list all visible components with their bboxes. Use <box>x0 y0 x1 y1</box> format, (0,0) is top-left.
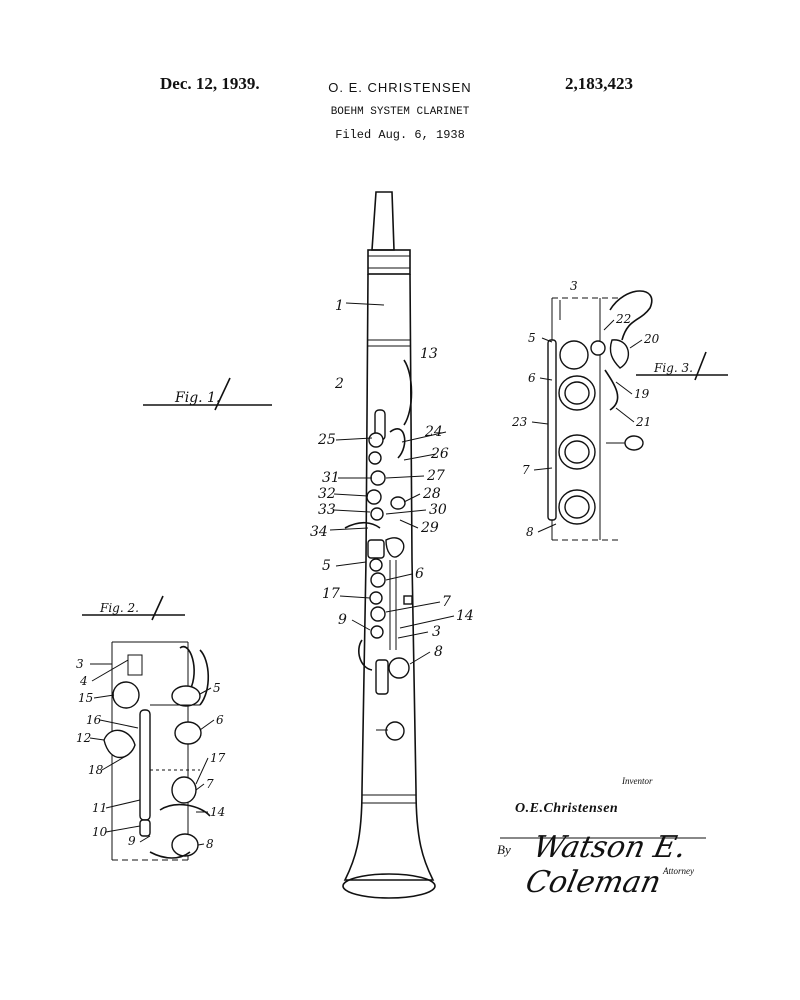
fig3-caption: Fig. 3. <box>636 351 728 381</box>
svg-text:34: 34 <box>310 524 328 540</box>
attorney-caption: Attorney <box>663 866 694 876</box>
svg-text:6: 6 <box>216 713 224 727</box>
svg-text:28: 28 <box>422 486 441 502</box>
svg-text:3: 3 <box>76 657 84 671</box>
svg-text:5: 5 <box>322 558 331 574</box>
svg-text:8: 8 <box>434 644 443 660</box>
filed-date: Filed Aug. 6, 1938 <box>335 128 465 142</box>
svg-text:16: 16 <box>86 713 102 727</box>
by-label: By <box>497 842 511 857</box>
svg-text:24: 24 <box>424 424 443 440</box>
attorney-signature: Watson E. Coleman <box>522 830 690 900</box>
inventor-name: O. E. CHRISTENSEN <box>328 80 472 95</box>
svg-text:19: 19 <box>634 387 650 401</box>
svg-text:32: 32 <box>318 486 336 502</box>
svg-text:13: 13 <box>420 346 438 362</box>
patent-date: Dec. 12, 1939. <box>160 74 260 93</box>
svg-text:3: 3 <box>432 624 441 640</box>
svg-text:7: 7 <box>522 463 530 477</box>
svg-text:12: 12 <box>76 731 91 745</box>
fig1-caption: Fig. 1. <box>143 377 272 411</box>
fig2-detail-drawing <box>103 641 211 861</box>
svg-text:8: 8 <box>526 525 534 539</box>
svg-text:10: 10 <box>92 825 108 839</box>
svg-text:22: 22 <box>615 312 631 326</box>
svg-text:26: 26 <box>430 446 449 462</box>
svg-text:6: 6 <box>528 371 536 385</box>
svg-text:1: 1 <box>335 298 344 314</box>
svg-text:27: 27 <box>426 468 445 484</box>
svg-text:11: 11 <box>92 801 107 815</box>
fig2-caption: Fig. 2. <box>82 595 185 621</box>
svg-text:31: 31 <box>322 470 340 486</box>
svg-text:5: 5 <box>528 331 536 345</box>
clarinet-main-drawing <box>342 191 436 899</box>
svg-text:18: 18 <box>88 763 104 777</box>
patent-number: 2,183,423 <box>565 74 633 93</box>
svg-text:14: 14 <box>456 608 474 624</box>
svg-text:25: 25 <box>317 432 336 448</box>
svg-text:17: 17 <box>322 586 340 602</box>
svg-text:14: 14 <box>210 805 225 819</box>
inventor-signature: O.E.Christensen <box>515 801 619 816</box>
svg-text:5: 5 <box>213 681 221 695</box>
svg-text:7: 7 <box>442 594 451 610</box>
svg-text:20: 20 <box>643 332 660 346</box>
svg-text:7: 7 <box>206 777 214 791</box>
svg-text:21: 21 <box>635 415 651 429</box>
svg-text:8: 8 <box>206 837 214 851</box>
svg-text:2: 2 <box>334 376 344 392</box>
inventor-caption: Inventor <box>622 776 653 786</box>
svg-text:23: 23 <box>511 415 528 429</box>
patent-title: BOEHM SYSTEM CLARINET <box>330 106 470 118</box>
svg-text:Fig. 1.: Fig. 1. <box>174 390 220 406</box>
svg-text:15: 15 <box>78 691 93 705</box>
svg-text:Fig. 2.: Fig. 2. <box>99 601 139 615</box>
main-reference-labels: 1 13 2 25 24 26 31 27 32 28 33 30 34 29 … <box>310 298 474 665</box>
fig3-detail-drawing <box>547 290 653 541</box>
svg-text:17: 17 <box>210 751 226 765</box>
fig2-reference-labels: 3 4 15 5 16 6 12 17 18 7 11 14 10 9 8 <box>76 657 226 851</box>
svg-text:Fig. 3.: Fig. 3. <box>653 361 693 375</box>
svg-text:3: 3 <box>570 279 578 293</box>
svg-text:9: 9 <box>128 834 136 848</box>
svg-text:4: 4 <box>79 674 88 688</box>
svg-text:33: 33 <box>318 502 336 518</box>
svg-text:9: 9 <box>338 612 347 628</box>
fig3-reference-labels: 3 22 5 20 6 19 21 23 7 8 <box>511 279 660 539</box>
svg-text:30: 30 <box>429 502 447 518</box>
svg-text:29: 29 <box>420 520 439 536</box>
svg-text:6: 6 <box>415 566 424 582</box>
